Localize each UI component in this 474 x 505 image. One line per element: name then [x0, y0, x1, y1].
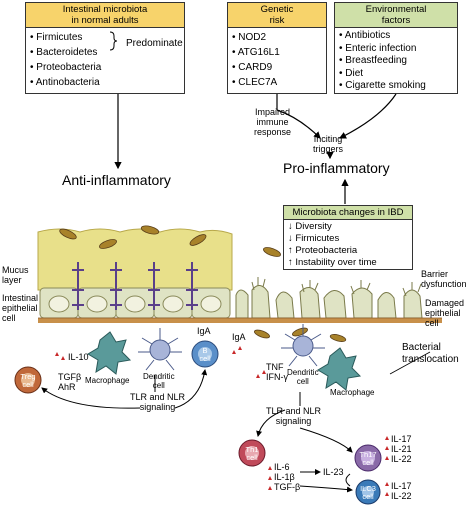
list-item: • NOD2: [232, 32, 267, 43]
macrophage-left-label: Macrophage: [85, 376, 130, 385]
intact-epithelium: [39, 287, 231, 319]
environmental-box: Environmental factors • Antibiotics • En…: [334, 2, 458, 94]
list-item: • Antinobacteria: [30, 77, 100, 88]
arrow-to-b: [174, 369, 208, 409]
cytokine-markers-right: [256, 370, 389, 496]
anti-inflammatory-label: Anti-inflammatory: [62, 172, 171, 188]
genetic-title-line2: risk: [269, 15, 285, 26]
dendritic-left: [138, 328, 182, 371]
microbiota-title-line2: in normal adults: [71, 15, 139, 26]
environmental-box-header: Environmental factors: [335, 3, 457, 28]
tgfb-right-label: TGF-β: [274, 482, 301, 492]
arrow-to-th17: [299, 427, 353, 453]
environmental-title-line1: Environmental: [365, 4, 427, 15]
iga-label-2: IgA: [232, 332, 246, 342]
environmental-title-line2: factors: [381, 15, 411, 26]
list-item: ↓ Diversity: [288, 221, 332, 232]
arrow-to-ilc3: [299, 485, 353, 493]
macrophage-right: [317, 347, 362, 391]
ibd-box: Microbiota changes in IBD ↓ Diversity ↓ …: [283, 205, 413, 270]
list-item: • Firmicutes: [30, 32, 83, 43]
arrow-to-th1: [256, 409, 286, 437]
impaired-label: Impaired immune response: [254, 107, 292, 137]
dendritic-right: [281, 324, 325, 367]
arrow-il23-branch: [345, 473, 351, 487]
microbiota-box: Intestinal microbiota in normal adults •…: [25, 2, 185, 94]
macrophage-left: [87, 331, 132, 375]
genetic-title-line1: Genetic: [260, 4, 294, 15]
list-item: • CLEC7A: [232, 77, 278, 88]
genetic-box-header: Genetic risk: [228, 3, 326, 28]
microbiota-list: • Firmicutes • Bacteroidetes • Proteobac…: [26, 28, 184, 92]
cytokine-markers-left: [55, 346, 242, 360]
list-item: • Bacteroidetes: [30, 47, 98, 58]
il6-label: IL-6: [274, 462, 290, 472]
damaged-epithelium: [235, 285, 423, 319]
ibd-box-header: Microbiota changes in IBD: [284, 206, 412, 220]
list-item: ↓ Firmicutes: [288, 233, 340, 244]
macrophage-right-label: Macrophage: [330, 388, 375, 397]
environmental-list: • Antibiotics • Enteric infection • Brea…: [335, 28, 457, 95]
basement-membrane: [38, 318, 442, 323]
list-item: ↑ Instability over time: [288, 257, 377, 268]
il1b-label: IL-1β: [274, 472, 295, 482]
ilc3-outputs: IL-17 IL-22: [391, 481, 412, 501]
genetic-list: • NOD2 • ATG16L1 • CARD9 • CLEC7A: [228, 28, 326, 92]
list-item: • Enteric infection: [339, 42, 417, 54]
arrow-to-treg: [41, 387, 141, 409]
pro-inflammatory-label: Pro-inflammatory: [283, 160, 390, 176]
ibd-list: ↓ Diversity ↓ Firmicutes ↑ Proteobacteri…: [284, 220, 412, 270]
translocation-line: [389, 351, 431, 375]
list-item: • CARD9: [232, 62, 273, 73]
damaged-villi: [251, 277, 422, 297]
list-item: • Proteobacteria: [30, 62, 102, 73]
th17-outputs: IL-17 IL-21 IL-22: [391, 434, 412, 464]
predominate-bracket: [109, 31, 118, 51]
list-item: • Antibiotics: [339, 30, 391, 41]
predominate-label: Predominate: [126, 38, 183, 49]
tight-junctions: [72, 262, 198, 310]
iga-label-1: IgA: [197, 326, 211, 336]
il23-label: IL-23: [323, 467, 344, 477]
arrow-environment: [338, 93, 397, 139]
microbiota-title-line1: Intestinal microbiota: [62, 4, 148, 15]
list-item: • Breastfeeding: [339, 55, 407, 66]
list-item: • Diet: [339, 67, 364, 79]
arrow-genetic: [276, 109, 321, 139]
list-item: ↑ Proteobacteria: [288, 245, 358, 256]
genetic-box: Genetic risk • NOD2 • ATG16L1 • CARD9 • …: [227, 2, 327, 94]
microbiota-box-header: Intestinal microbiota in normal adults: [26, 3, 184, 28]
list-item: • ATG16L1: [232, 47, 280, 58]
il10-label: IL-10: [68, 352, 89, 362]
list-item: • Cigarette smoking: [339, 80, 426, 91]
inciting-label: Inciting triggers: [313, 134, 344, 154]
